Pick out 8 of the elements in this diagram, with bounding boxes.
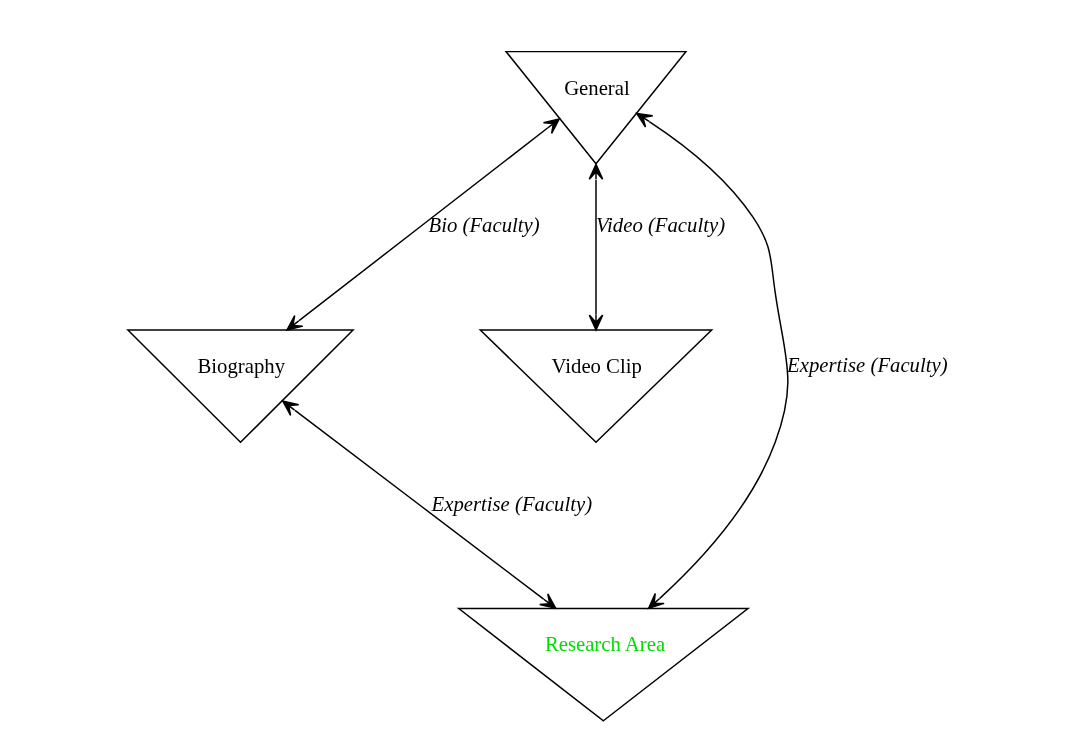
arrow [588,163,603,331]
arrow [635,112,789,610]
arrow [281,400,556,609]
edge-label: Expertise (Faculty) [786,353,948,376]
edge-label: Video (Faculty) [595,214,725,237]
edge-label: Expertise (Faculty) [431,492,592,515]
edge-label: Bio (Faculty) [428,214,540,237]
arrow [285,118,560,331]
